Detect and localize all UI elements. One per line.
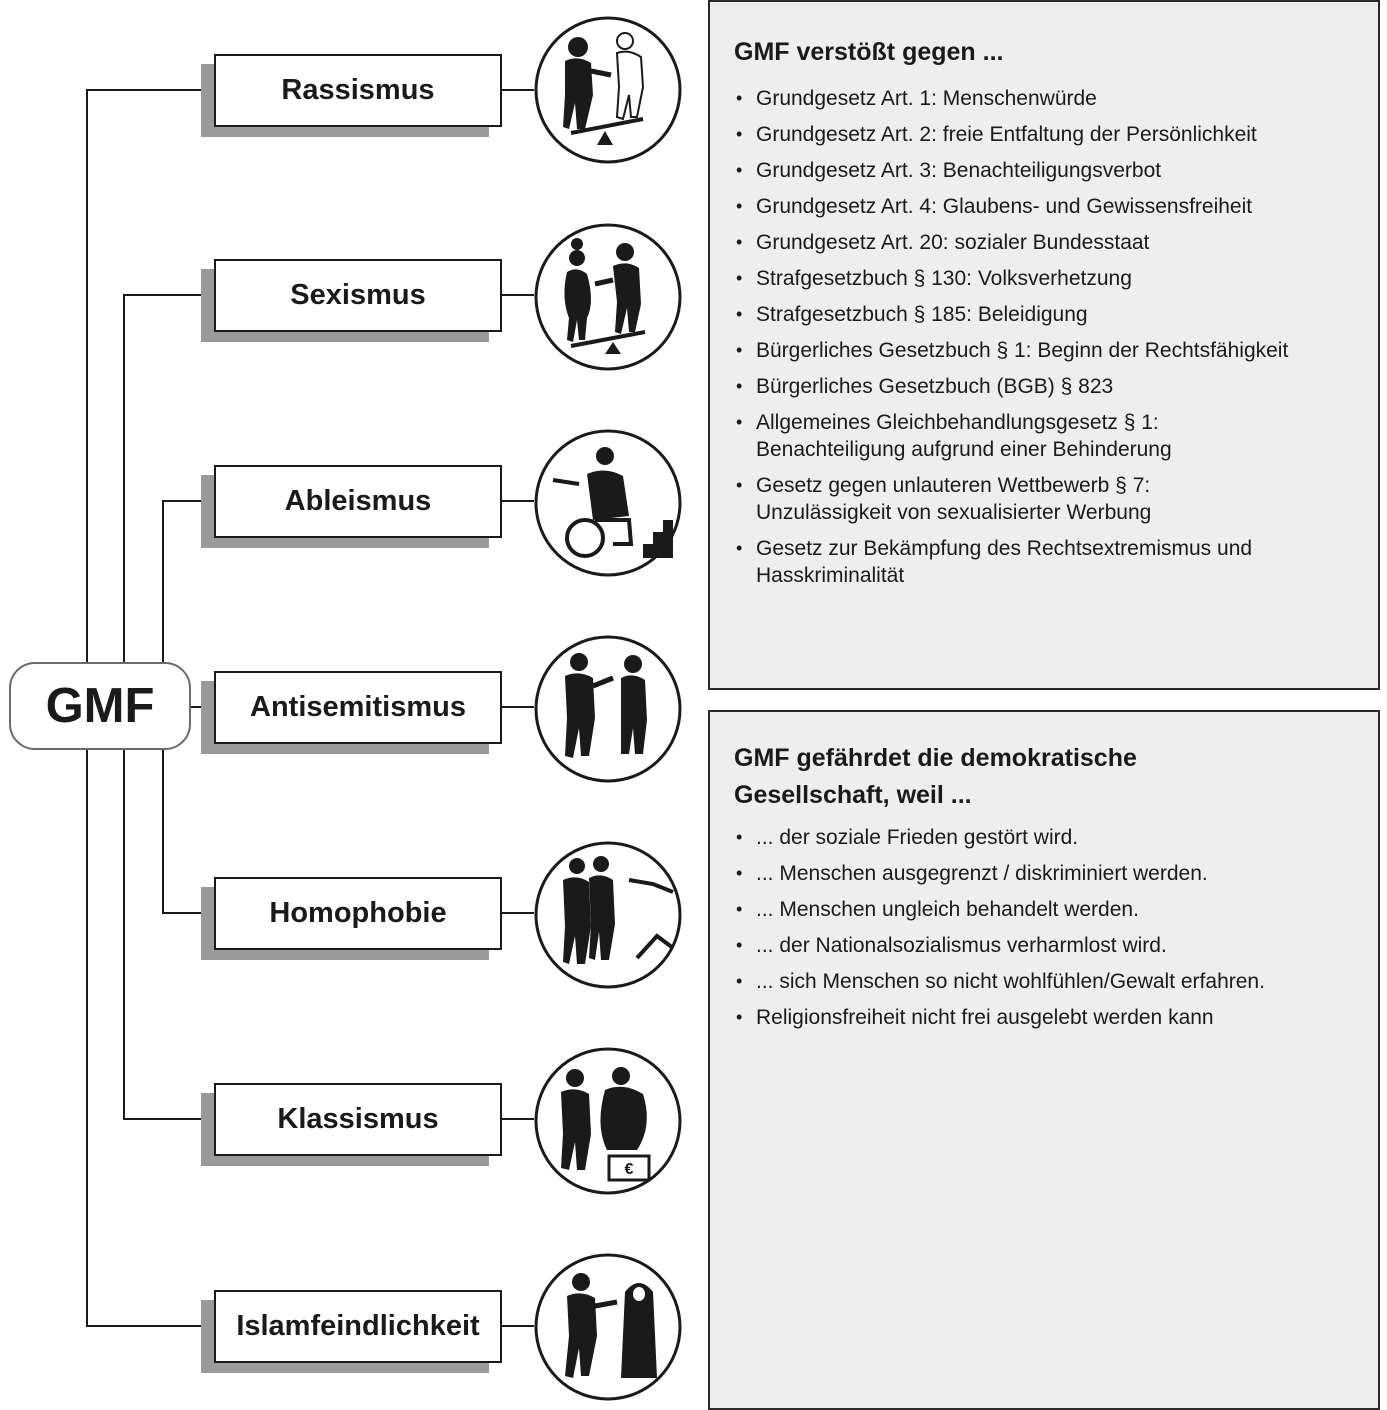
node-antisemitismus: Antisemitismus — [214, 671, 502, 744]
node-ableismus: Ableismus — [214, 465, 502, 538]
node-label: Ableismus — [284, 485, 432, 517]
list-item: Religionsfreiheit nicht frei ausgelebt w… — [734, 1004, 1358, 1031]
list-item: Bürgerliches Gesetzbuch (BGB) § 823 — [734, 373, 1358, 400]
connector-homophobie — [162, 750, 214, 914]
list-item: Strafgesetzbuch § 185: Beleidigung — [734, 301, 1358, 328]
sexism-scale-icon — [534, 223, 682, 371]
democracy-list: ... der soziale Frieden gestört wird. ..… — [734, 824, 1358, 1031]
node-label: Homophobie — [269, 897, 447, 929]
democracy-panel-title: GMF gefährdet die demokratische Gesellsc… — [734, 744, 1137, 809]
list-item: Grundgesetz Art. 3: Benachteiligungsverb… — [734, 157, 1358, 184]
pointing-couple-icon — [534, 841, 682, 989]
node-klassismus: Klassismus — [214, 1083, 502, 1156]
veiled-woman-icon — [534, 1253, 682, 1401]
node-label: Antisemitismus — [250, 691, 466, 723]
connector-sexismus — [123, 294, 214, 662]
node-sexismus: Sexismus — [214, 259, 502, 332]
list-item: Gesetz zur Bekämpfung des Rechtsextremis… — [734, 535, 1356, 589]
list-item: ... sich Menschen so nicht wohlfühlen/Ge… — [734, 968, 1358, 995]
list-item: Grundgesetz Art. 1: Menschenwürde — [734, 85, 1358, 112]
connector-klassismus — [123, 750, 214, 1120]
svg-text:€: € — [625, 1161, 634, 1178]
node-homophobie: Homophobie — [214, 877, 502, 950]
list-item: Grundgesetz Art. 4: Glaubens- und Gewiss… — [734, 193, 1358, 220]
law-panel: GMF verstößt gegen ... Grundgesetz Art. … — [708, 0, 1380, 690]
list-item: ... Menschen ausgegrenzt / diskriminiert… — [734, 860, 1358, 887]
list-item: ... Menschen ungleich behandelt werden. — [734, 896, 1358, 923]
list-item: Gesetz gegen unlauteren Wettbewerb § 7: … — [734, 472, 1276, 526]
pointing-figures-icon — [534, 635, 682, 783]
wheelchair-stairs-icon — [534, 429, 682, 577]
law-list: Grundgesetz Art. 1: Menschenwürde Grundg… — [734, 85, 1358, 589]
list-item: Bürgerliches Gesetzbuch § 1: Beginn der … — [734, 337, 1358, 364]
euro-pedestal-icon: € — [534, 1047, 682, 1195]
connector-rassismus — [86, 89, 214, 662]
node-label: Sexismus — [290, 279, 426, 311]
root-node-gmf: GMF — [9, 662, 191, 750]
node-islamfeindlichkeit: Islamfeindlichkeit — [214, 1290, 502, 1363]
connector-ableismus — [162, 500, 214, 662]
list-item: Strafgesetzbuch § 130: Volksverhetzung — [734, 265, 1358, 292]
node-rassismus: Rassismus — [214, 54, 502, 127]
node-label: Islamfeindlichkeit — [236, 1310, 480, 1342]
list-item: Grundgesetz Art. 20: sozialer Bundesstaa… — [734, 229, 1358, 256]
democracy-panel: GMF gefährdet die demokratische Gesellsc… — [708, 710, 1380, 1410]
list-item: Allgemeines Gleichbehandlungsgesetz § 1:… — [734, 409, 1276, 463]
law-panel-title: GMF verstößt gegen ... — [734, 38, 1004, 66]
list-item: ... der soziale Frieden gestört wird. — [734, 824, 1358, 851]
node-label: Klassismus — [277, 1103, 439, 1135]
racism-scale-icon — [534, 16, 682, 164]
root-label: GMF — [45, 679, 155, 733]
list-item: Grundgesetz Art. 2: freie Entfaltung der… — [734, 121, 1358, 148]
connector-islamfeindlichkeit — [86, 750, 214, 1327]
node-label: Rassismus — [281, 74, 435, 106]
list-item: ... der Nationalsozialismus verharmlost … — [734, 932, 1358, 959]
